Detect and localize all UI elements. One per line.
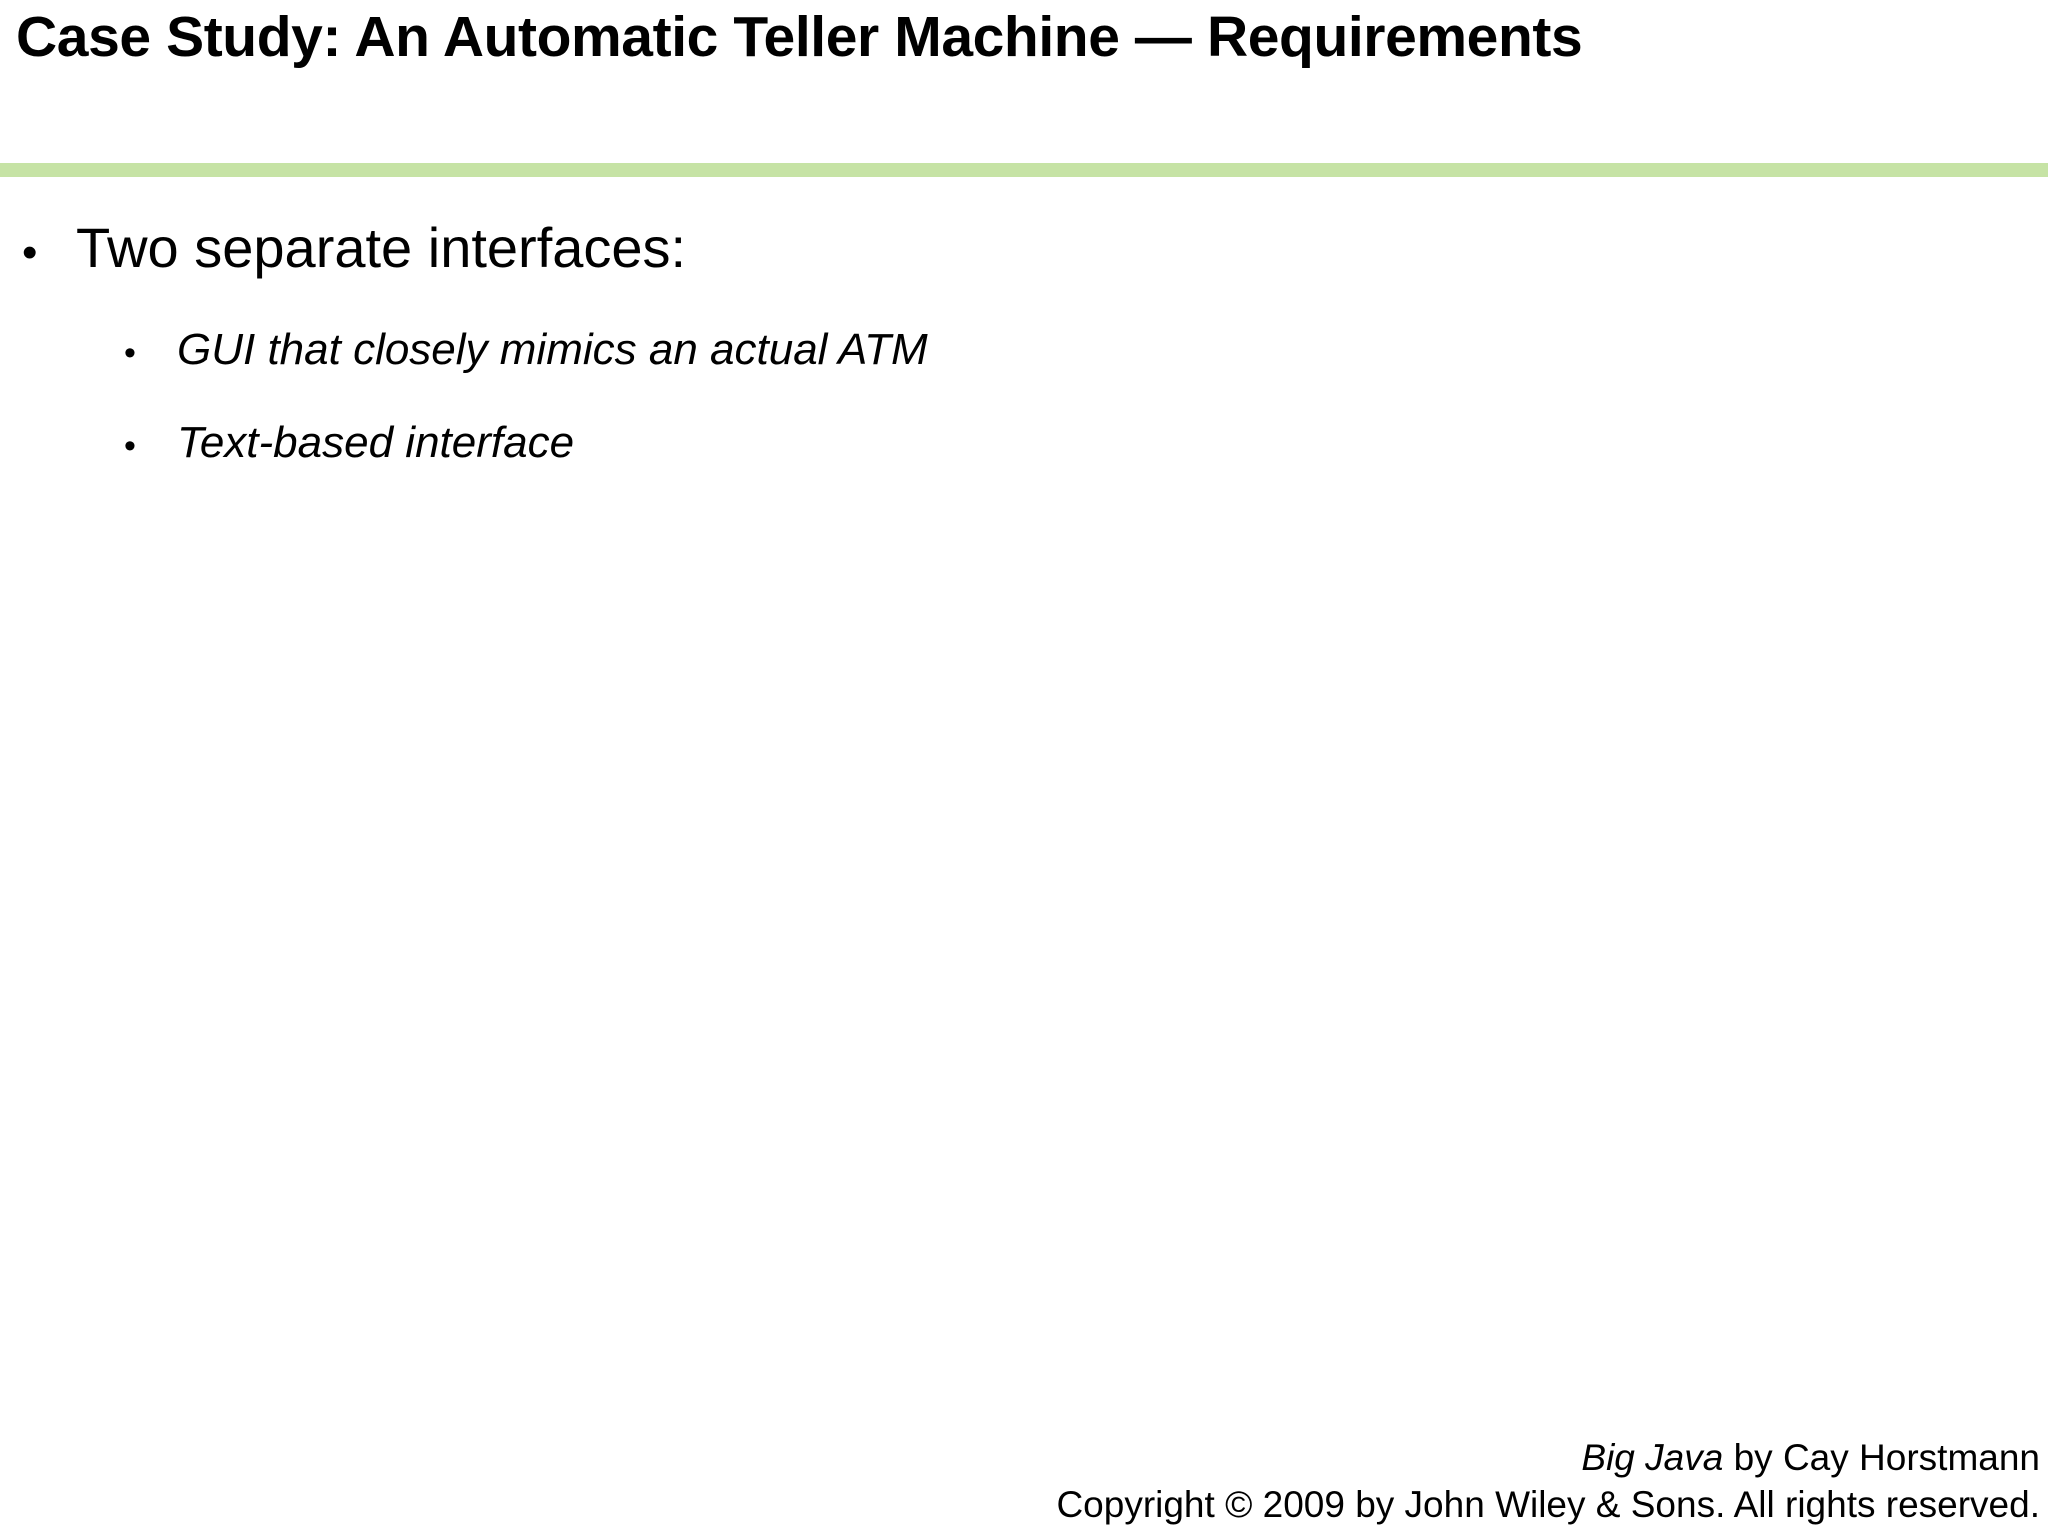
bullet-dot-icon: • xyxy=(124,427,136,465)
bullet-level2: • Text-based interface xyxy=(0,414,2048,475)
footer-attribution: Big Java by Cay Horstmann xyxy=(1056,1434,2040,1481)
footer-book-title: Big Java xyxy=(1581,1437,1724,1478)
bullet-level2-label: GUI that closely mimics an actual ATM xyxy=(177,325,928,374)
bullet-level2-label: Text-based interface xyxy=(177,418,575,467)
bullet-dot-icon: • xyxy=(124,334,136,372)
bullet-level2: • GUI that closely mimics an actual ATM xyxy=(0,321,2048,382)
page-title: Case Study: An Automatic Teller Machine … xyxy=(16,5,1583,69)
bullet-level1: • Two separate interfaces: xyxy=(0,212,2048,289)
bullet-dot-icon: • xyxy=(22,228,38,277)
slide-body: • Two separate interfaces: • GUI that cl… xyxy=(0,192,2048,475)
footer-byline: by Cay Horstmann xyxy=(1723,1437,2040,1478)
bullet-level1-label: Two separate interfaces: xyxy=(76,216,687,279)
footer-copyright: Copyright © 2009 by John Wiley & Sons. A… xyxy=(1056,1484,2040,1525)
title-divider-rule xyxy=(0,163,2048,177)
slide-footer: Big Java by Cay Horstmann Copyright © 20… xyxy=(1056,1434,2040,1528)
